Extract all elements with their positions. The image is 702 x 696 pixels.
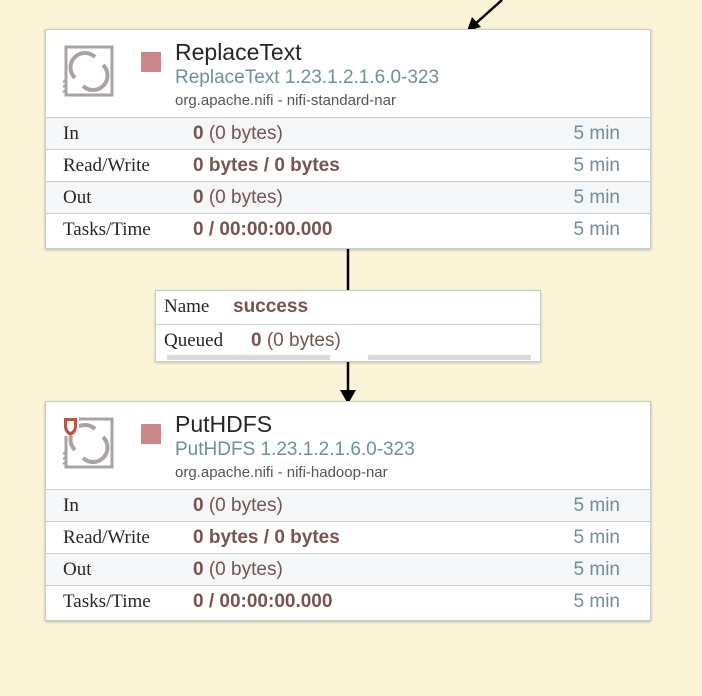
stat-row-tasks-time: Tasks/Time 0 / 00:00:00.000 5 min <box>46 213 650 245</box>
connection-queued-value: 0 (0 bytes) <box>251 330 341 351</box>
connection-arrowhead <box>340 390 356 404</box>
stat-value: 0 (0 bytes) <box>193 559 283 580</box>
stat-row-tasks-time: Tasks/Time 0 / 00:00:00.000 5 min <box>46 585 650 617</box>
processor-header: PutHDFS PutHDFS 1.23.1.2.1.6.0-323 org.a… <box>46 402 650 489</box>
stat-time: 5 min <box>573 123 620 144</box>
stat-row-read-write: Read/Write 0 bytes / 0 bytes 5 min <box>46 149 650 181</box>
connection-name-label: Name <box>164 296 210 317</box>
processor-name: PutHDFS <box>175 411 273 437</box>
stat-value: 0 (0 bytes) <box>193 187 283 208</box>
stat-label: Read/Write <box>63 155 150 176</box>
stat-time: 5 min <box>573 155 620 176</box>
backpressure-object-bar <box>167 355 330 360</box>
processor-icon <box>62 416 114 469</box>
connection-queued-row: Queued 0 (0 bytes) <box>156 324 540 358</box>
stat-time: 5 min <box>573 527 620 548</box>
stat-value: 0 / 00:00:00.000 <box>193 219 333 240</box>
stat-time: 5 min <box>573 495 620 516</box>
stat-value: 0 (0 bytes) <box>193 495 283 516</box>
stat-time: 5 min <box>573 219 620 240</box>
stat-label: Out <box>63 187 92 208</box>
stat-label: In <box>63 123 79 144</box>
stat-label: In <box>63 495 79 516</box>
processor-puthdfs[interactable]: PutHDFS PutHDFS 1.23.1.2.1.6.0-323 org.a… <box>45 401 651 621</box>
processor-type: ReplaceText 1.23.1.2.1.6.0-323 <box>175 67 440 88</box>
stat-time: 5 min <box>573 187 620 208</box>
processor-icon <box>62 45 114 97</box>
stat-value: 0 / 00:00:00.000 <box>193 591 333 612</box>
processor-header: ReplaceText ReplaceText 1.23.1.2.1.6.0-3… <box>46 30 650 117</box>
stat-row-in: In 0 (0 bytes) 5 min <box>46 117 650 149</box>
stat-value: 0 (0 bytes) <box>193 123 283 144</box>
stat-time: 5 min <box>573 591 620 612</box>
stat-label: Out <box>63 559 92 580</box>
backpressure-size-bar <box>368 355 531 360</box>
stat-row-in: In 0 (0 bytes) 5 min <box>46 489 650 521</box>
processor-bundle: org.apache.nifi - nifi-hadoop-nar <box>175 464 388 481</box>
connection-label[interactable]: Name success Queued 0 (0 bytes) <box>155 290 541 362</box>
stat-label: Read/Write <box>63 527 150 548</box>
connection-name-row: Name success <box>156 291 540 324</box>
processor-name: ReplaceText <box>175 39 302 65</box>
stat-time: 5 min <box>573 559 620 580</box>
stopped-state-icon <box>141 424 161 444</box>
incoming-connection-line[interactable] <box>473 0 503 26</box>
connection-name: success <box>233 296 309 317</box>
processor-replacetext[interactable]: ReplaceText ReplaceText 1.23.1.2.1.6.0-3… <box>45 29 651 249</box>
incoming-arrowhead <box>467 17 481 31</box>
stat-row-read-write: Read/Write 0 bytes / 0 bytes 5 min <box>46 521 650 553</box>
stat-row-out: Out 0 (0 bytes) 5 min <box>46 181 650 213</box>
stopped-state-icon <box>141 52 161 72</box>
stat-label: Tasks/Time <box>63 591 151 612</box>
stat-row-out: Out 0 (0 bytes) 5 min <box>46 553 650 585</box>
stat-label: Tasks/Time <box>63 219 151 240</box>
connection-queued-label: Queued <box>164 330 224 351</box>
stat-value: 0 bytes / 0 bytes <box>193 527 340 548</box>
processor-bundle: org.apache.nifi - nifi-standard-nar <box>175 92 396 109</box>
stat-value: 0 bytes / 0 bytes <box>193 155 340 176</box>
processor-type: PutHDFS 1.23.1.2.1.6.0-323 <box>175 439 415 460</box>
